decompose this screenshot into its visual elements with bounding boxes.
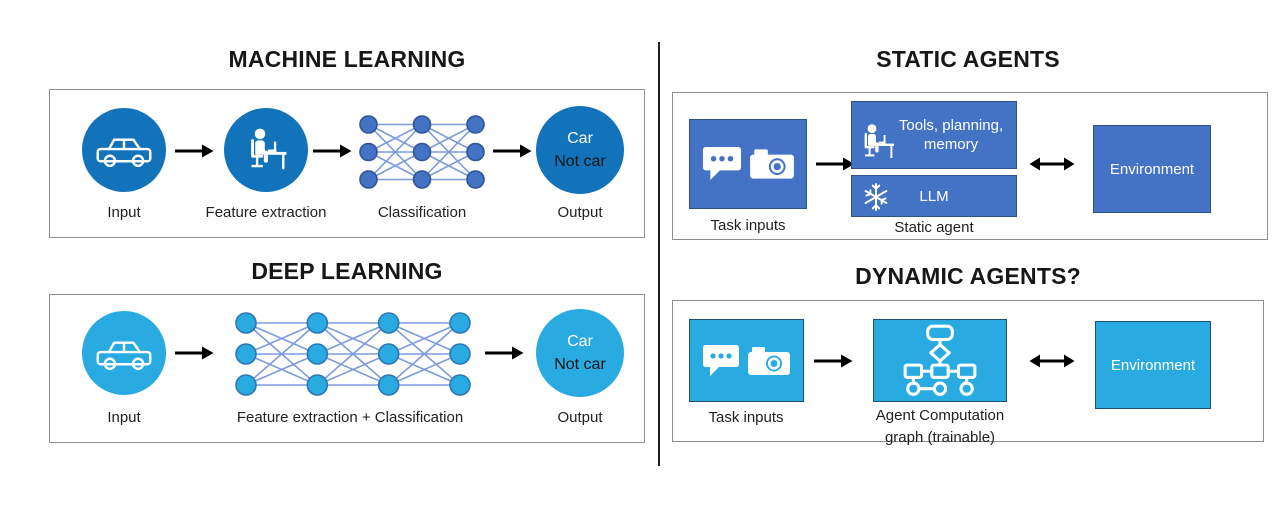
ml-classification-network — [359, 115, 485, 189]
camera-icon — [748, 346, 790, 375]
snowflake-icon — [864, 183, 888, 211]
static-environment-text: Environment — [1109, 160, 1195, 178]
dl-output-circle: Car Not car — [536, 309, 624, 397]
static-agents-title: STATIC AGENTS — [876, 46, 1060, 72]
static-llm-box: LLM — [851, 175, 1017, 217]
double-arrow-icon — [1029, 353, 1075, 374]
dl-output-label: Output — [557, 409, 603, 426]
chat-bubble-icon — [703, 344, 739, 376]
static-agent-label: Static agent — [894, 219, 974, 236]
ml-feature-label: Feature extraction — [205, 204, 327, 221]
dynamic-task-inputs-box — [689, 319, 804, 402]
dl-input-circle — [82, 311, 166, 395]
machine-learning-panel: Car Not car Input Feature extraction Cla… — [49, 89, 645, 238]
ml-output-circle: Car Not car — [536, 106, 624, 194]
dl-network-label: Feature extraction + Classification — [236, 409, 464, 426]
double-arrow-icon — [1029, 156, 1075, 177]
deep-learning-panel: Car Not car Input Feature extraction + C… — [49, 294, 645, 443]
dl-input-label: Input — [107, 409, 141, 426]
arrow-right-icon — [484, 345, 524, 366]
arrow-right-icon — [174, 143, 214, 164]
arrow-right-icon — [312, 143, 352, 164]
static-llm-text: LLM — [919, 187, 949, 205]
static-task-inputs-label: Task inputs — [710, 217, 786, 234]
person-at-desk-icon — [251, 128, 287, 170]
person-at-desk-icon — [864, 124, 894, 158]
dynamic-agents-title: DYNAMIC AGENTS? — [855, 263, 1081, 289]
static-tools-box: Tools, planning, memory — [851, 101, 1017, 169]
ml-output-car-text: Car — [567, 129, 593, 147]
arrow-right-icon — [174, 345, 214, 366]
chat-bubble-icon — [702, 147, 741, 180]
ml-input-circle — [82, 108, 166, 192]
dynamic-environment-box: Environment — [1095, 321, 1211, 409]
camera-icon — [749, 149, 794, 179]
ml-output-label: Output — [557, 204, 603, 221]
ml-feature-circle — [224, 108, 308, 192]
car-icon — [96, 138, 152, 168]
arrow-right-icon — [815, 156, 855, 177]
flowchart-graph-icon — [903, 324, 977, 396]
dynamic-graph-box — [873, 319, 1007, 402]
ml-output-notcar-text: Not car — [554, 153, 606, 170]
deep-learning-title: DEEP LEARNING — [251, 258, 443, 284]
arrow-right-icon — [813, 353, 853, 374]
dl-output-car-text: Car — [567, 332, 593, 350]
dynamic-graph-label: Agent Computation graph (trainable) — [875, 407, 1005, 446]
dynamic-environment-text: Environment — [1110, 356, 1196, 374]
machine-learning-title: MACHINE LEARNING — [228, 46, 466, 72]
dl-network — [235, 312, 471, 396]
vertical-divider — [658, 42, 660, 466]
ml-classification-label: Classification — [377, 204, 467, 221]
dynamic-task-inputs-label: Task inputs — [708, 409, 784, 426]
dynamic-agents-panel: Task inputs — [672, 300, 1264, 446]
dl-output-notcar-text: Not car — [554, 356, 606, 373]
car-icon — [96, 341, 152, 371]
static-tools-text: Tools, planning, memory — [898, 116, 1004, 154]
static-environment-box: Environment — [1093, 125, 1211, 213]
ml-input-label: Input — [107, 204, 141, 221]
static-agents-panel: Task inputs — [672, 92, 1268, 240]
static-task-inputs-box — [689, 119, 807, 209]
arrow-right-icon — [492, 143, 532, 164]
